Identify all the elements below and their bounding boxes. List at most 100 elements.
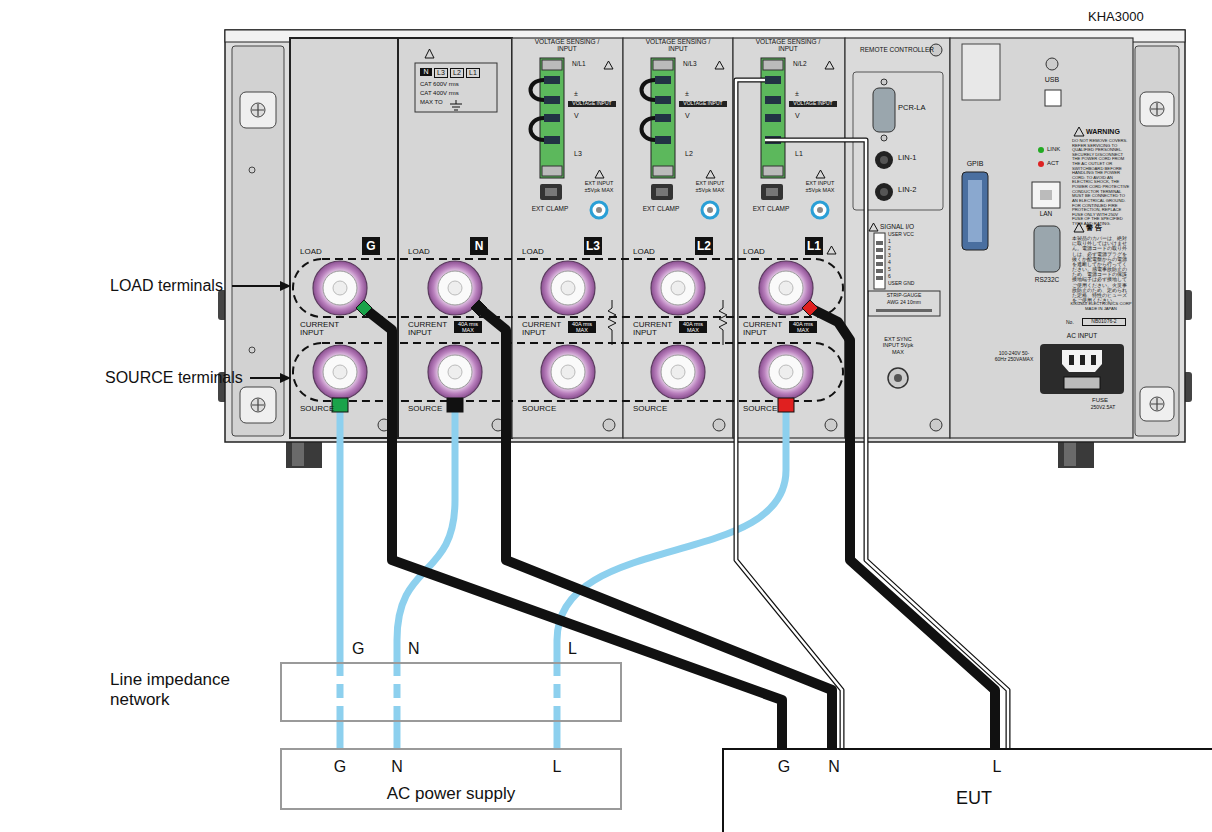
chassis [1140,92,1174,126]
panel-label: LAN [1032,210,1060,217]
chassis [252,399,264,411]
chassis [1151,103,1163,115]
phase-badge: G [362,237,380,255]
interface-port [1038,147,1044,153]
panel-label: REMOTE CONTROLLER [857,46,937,53]
terminal-post [651,261,705,315]
terminal-post [759,345,813,399]
module-panel [603,419,615,431]
warning-symbol [1074,127,1084,136]
panel-label: VOLTAGE SENSING / INPUT [641,38,715,52]
panel-label: CURRENT INPUT [522,321,566,337]
panel-label: AWG 24 10mm [870,300,938,306]
warning-symbol [595,61,1084,254]
cable-connector [332,398,348,412]
interface-port [1064,377,1100,389]
remote-panel [876,262,883,266]
sensing-terminal-block [653,60,673,70]
remote-panel [881,135,887,141]
callout-arrow [250,377,282,379]
sensing-terminal-block [544,76,560,84]
sensing-terminal-block [542,60,562,70]
callout-arrow [232,281,291,383]
panel-label: VOLTAGE SENSING / INPUT [751,38,825,52]
panel-label: L2 [685,150,705,158]
panel-label: VOLTAGE SENSING / INPUT [530,38,604,52]
model-name: KHA3000 [1088,10,1178,25]
terminal-post [448,365,462,379]
cable-connector [447,398,463,412]
connector-jack [707,207,713,213]
module-panel [398,38,512,438]
panel-label: CAT 400V rms [420,90,492,97]
panel-label: L1 [466,68,480,78]
panel-label: USER VCC [888,232,938,238]
phase-badge: L3 [584,237,602,255]
node-label: EUT [924,788,1024,809]
terminal-post [769,271,803,305]
panel-label: LIN-2 [898,186,934,195]
sensing-terminal-block [765,114,781,122]
remote-panel [894,374,902,382]
interface-port [1062,350,1102,372]
chassis [240,92,276,128]
panel-label: VOLTAGE INPUT [789,101,837,107]
sensing-terminal-block [655,96,671,104]
interface-port [1080,355,1085,365]
remote-panel [873,88,895,132]
panel-label: 2 [888,246,898,252]
panel-label: KIKUSUI ELECTRONICS CORP MADE IN JAPAN [1070,302,1132,312]
panel-label: 警 告 [1086,224,1126,232]
panel-label: SOURCE [300,404,344,413]
rating-tag: 40A rms MAX [789,321,817,333]
chassis [251,398,265,412]
panel-label: CURRENT INPUT [300,321,344,337]
cable-connector [778,398,794,412]
rating-tag: 40A rms MAX [454,321,482,333]
sensing-terminal-block [544,96,560,104]
module-panel [825,419,837,431]
panel-label: LOAD [522,247,562,256]
connector-jack [766,188,778,196]
panel-label: SIGNAL I/O [880,223,938,230]
chassis [1135,46,1179,436]
resistor-symbol [608,300,727,345]
panel-label: ± [574,90,584,98]
cat-rating-block [425,49,434,58]
warning-symbol [827,246,836,254]
remote-panel [875,151,893,169]
wire-name: L [568,640,582,658]
panel-label: 100-240V 50-60Hz 250VAMAX [994,350,1034,362]
module-panel [290,38,398,438]
sensing-terminal-block [761,58,785,178]
panel-label: L3 [434,68,448,78]
chassis [251,103,265,117]
load-cable [364,308,782,748]
panel-label: EXT CLAMP [522,205,578,212]
panel-label: VOLTAGE INPUT [679,101,727,107]
sensing-cable [765,140,1008,748]
chassis [225,30,1185,442]
connector-jack [540,184,828,218]
cable-connector [332,300,818,412]
remote-panel [876,248,883,252]
module-panel [512,38,623,438]
node-label: L [987,758,1007,776]
terminal-bracket [293,259,843,401]
node-label: L [547,758,567,776]
connector-jack [651,184,673,200]
callout-arrow [232,285,282,287]
sensing-terminal-block [655,136,671,144]
chassis [286,440,322,468]
terminal-post [779,365,793,379]
module-panel [733,38,845,438]
panel-label: 5 [888,267,898,273]
panel-label: N/L2 [793,60,821,67]
module-panel [290,38,1133,438]
panel-label: RS232C [1024,276,1070,283]
panel-label: NB01076-2 [1082,318,1126,326]
terminal-post [333,281,347,295]
